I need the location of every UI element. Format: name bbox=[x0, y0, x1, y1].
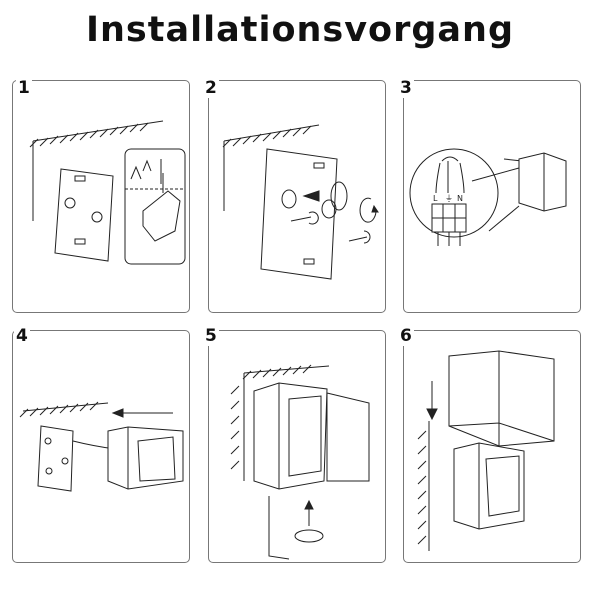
drill-wall-illustration bbox=[29, 120, 186, 265]
terminal-label-earth: ⏚ bbox=[445, 194, 453, 203]
attach-fixture-illustration bbox=[230, 364, 370, 560]
step-number-3: 3 bbox=[398, 78, 414, 98]
terminal-label-n: N bbox=[457, 194, 463, 203]
step-2-panel bbox=[208, 80, 386, 313]
mount-plate-illustration bbox=[222, 124, 379, 280]
attach-cover-illustration bbox=[417, 350, 555, 551]
step-number-4: 4 bbox=[14, 326, 30, 346]
step-3-panel: L ⏚ N bbox=[403, 80, 581, 313]
step-number-2: 2 bbox=[203, 78, 219, 98]
terminal-label-l: L bbox=[433, 194, 438, 203]
step-6-panel bbox=[403, 330, 581, 563]
step-number-6: 6 bbox=[398, 326, 414, 346]
page-title: Installationsvorgang bbox=[85, 10, 515, 50]
connect-fixture-illustration bbox=[19, 401, 184, 492]
step-4-panel bbox=[12, 330, 190, 563]
wiring-illustration: L ⏚ N bbox=[409, 148, 567, 246]
step-1-panel bbox=[12, 80, 190, 313]
step-number-5: 5 bbox=[203, 326, 219, 346]
step-5-panel bbox=[208, 330, 386, 563]
step-number-1: 1 bbox=[16, 78, 32, 98]
